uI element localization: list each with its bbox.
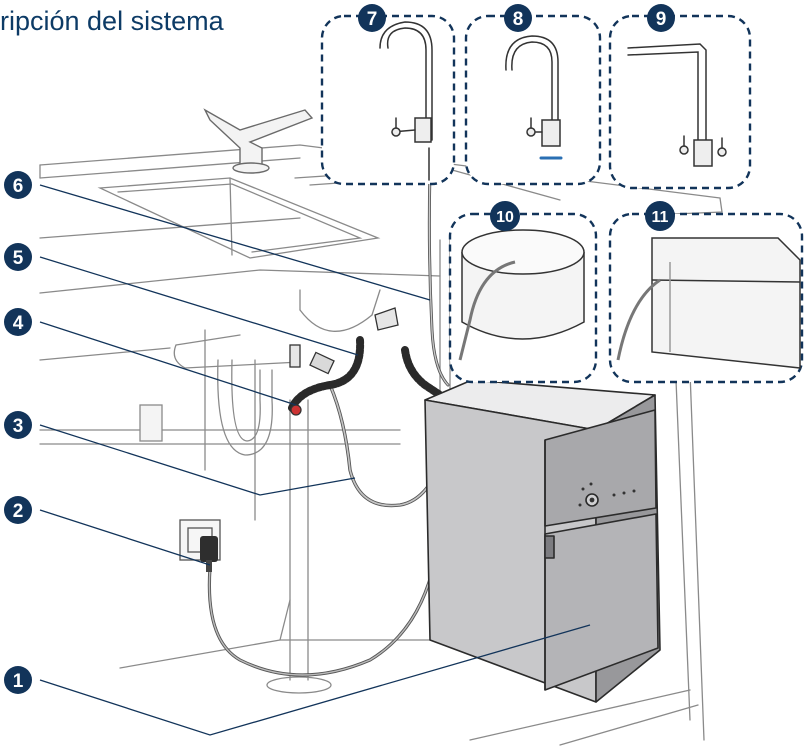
callout-8: 8: [504, 4, 532, 32]
svg-text:7: 7: [367, 9, 378, 30]
svg-text:9: 9: [656, 9, 667, 30]
sink-faucet: [203, 108, 314, 174]
callout-7: 7: [358, 4, 386, 32]
callout-2: 2: [4, 496, 32, 524]
tank-10-drawing: [458, 229, 585, 361]
callout-11: 11: [645, 201, 675, 231]
callout-10: 10: [490, 201, 520, 231]
callout-3: 3: [4, 411, 32, 439]
hoses: [207, 168, 450, 677]
callout-4: 4: [4, 308, 32, 336]
faucet-8-drawing: [505, 35, 563, 160]
svg-text:2: 2: [13, 501, 24, 522]
power-plug-part: [200, 536, 218, 572]
callout-6: 6: [4, 171, 32, 199]
filter-unit-device: [424, 379, 661, 703]
svg-text:6: 6: [13, 176, 24, 197]
svg-text:1: 1: [13, 671, 24, 692]
svg-text:10: 10: [496, 209, 514, 226]
svg-text:5: 5: [13, 248, 24, 269]
callout-1: 1: [4, 666, 32, 694]
svg-text:8: 8: [513, 9, 524, 30]
callout-9: 9: [647, 4, 675, 32]
inlet-valve-part: [289, 307, 399, 416]
page-title: ripción del sistema: [0, 6, 224, 36]
svg-text:11: 11: [652, 209, 669, 226]
faucet-9-drawing: [627, 43, 727, 167]
callout-5: 5: [4, 243, 32, 271]
svg-text:3: 3: [13, 416, 24, 437]
tank-11-drawing: [616, 237, 801, 369]
leader-lines: [39, 184, 591, 736]
svg-text:4: 4: [13, 313, 24, 334]
faucet-7-drawing: [379, 21, 433, 181]
